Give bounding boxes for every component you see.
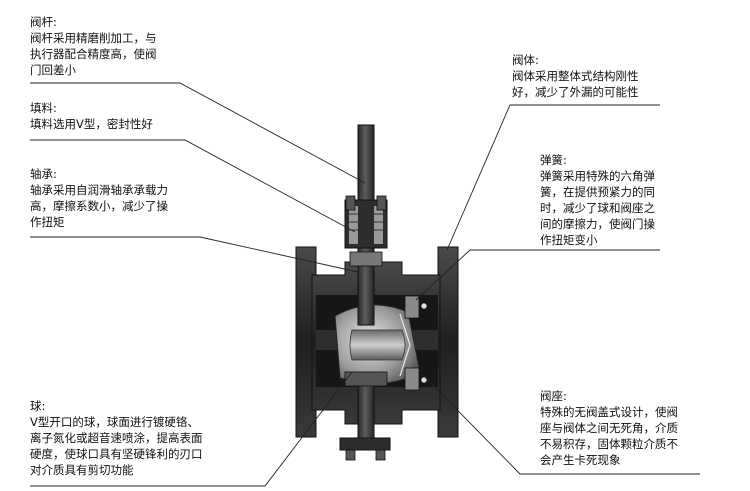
leader-seat	[421, 373, 700, 475]
callout-line: 座与阀体之间无死角，介质	[540, 421, 678, 435]
callout-line: 硬度，使球口具有坚硬锋利的刃口	[30, 447, 203, 461]
leader-body	[446, 104, 660, 251]
callout-bearing: 轴承: 轴承采用自润滑轴承承载力 高，摩擦系数小，减少了操 作扭矩	[30, 166, 168, 230]
callout-title: 阀体:	[512, 53, 539, 67]
leader-ball	[30, 371, 353, 487]
callout-line: 会产生卡死现象	[540, 453, 621, 467]
callout-line: 高，摩擦系数小，减少了操	[30, 199, 168, 213]
callout-stem: 阀杆: 阀杆采用精磨削加工，与 执行器配合精度高，使阀 门回差小	[30, 14, 157, 78]
callout-line: 离子氮化或超音速喷涂，提高表面	[30, 431, 203, 445]
callout-packing: 填料: 填料选用V型，密封性好	[30, 100, 153, 132]
callout-line: 簧，在提供预紧力的同	[540, 185, 655, 199]
callout-line: 时，减少了球和阀座之	[540, 201, 655, 215]
callout-line: 轴承采用自润滑轴承承载力	[30, 183, 168, 197]
leader-lines	[30, 82, 700, 487]
leader-packing	[30, 139, 356, 233]
callout-line: 不易积存，固体颗粒介质不	[540, 437, 678, 451]
callout-line: 间的摩擦力，使阀门操	[540, 217, 655, 231]
valve-stem	[344, 124, 388, 326]
v-ball	[334, 304, 421, 385]
callout-title: 阀杆:	[30, 15, 57, 29]
callout-title: 弹簧:	[540, 153, 567, 167]
callout-line: V型开口的球，球面进行镀硬铬、	[30, 415, 199, 429]
leader-bearing	[30, 236, 359, 273]
callout-line: 对介质具有剪切功能	[30, 463, 134, 477]
callout-body: 阀体: 阀体采用整体式结构刚性 好，减少了外漏的可能性	[512, 52, 639, 100]
leader-stem	[30, 82, 366, 184]
callout-seat: 阀座: 特殊的无阀盖式设计，使阀 座与阀体之间无死角，介质 不易积存，固体颗粒介…	[540, 388, 678, 468]
bottom-trunnion	[339, 371, 391, 461]
callout-title: 轴承:	[30, 167, 57, 181]
callout-line: 阀体采用整体式结构刚性	[512, 69, 639, 83]
callout-spring: 弹簧: 弹簧采用特殊的六角弹 簧，在提供预紧力的同 时，减少了球和阀座之 间的摩…	[540, 152, 655, 248]
callout-line: 弹簧采用特殊的六角弹	[540, 169, 655, 183]
callout-line: 阀杆采用精磨削加工，与	[30, 31, 157, 45]
callout-line: 填料选用V型，密封性好	[30, 117, 153, 131]
valve-seat	[404, 295, 428, 391]
callout-title: 球:	[30, 399, 46, 413]
callout-line: 门回差小	[30, 63, 76, 77]
callout-line: 作扭矩	[30, 215, 65, 229]
leader-spring	[415, 249, 660, 301]
callout-title: 填料:	[30, 101, 57, 115]
callout-ball: 球: V型开口的球，球面进行镀硬铬、 离子氮化或超音速喷涂，提高表面 硬度，使球…	[30, 398, 203, 478]
callout-line: 执行器配合精度高，使阀	[30, 47, 157, 61]
callout-line: 好，减少了外漏的可能性	[512, 85, 639, 99]
callout-line: 作扭矩变小	[540, 233, 598, 247]
callout-line: 特殊的无阀盖式设计，使阀	[540, 405, 678, 419]
callout-title: 阀座:	[540, 389, 567, 403]
